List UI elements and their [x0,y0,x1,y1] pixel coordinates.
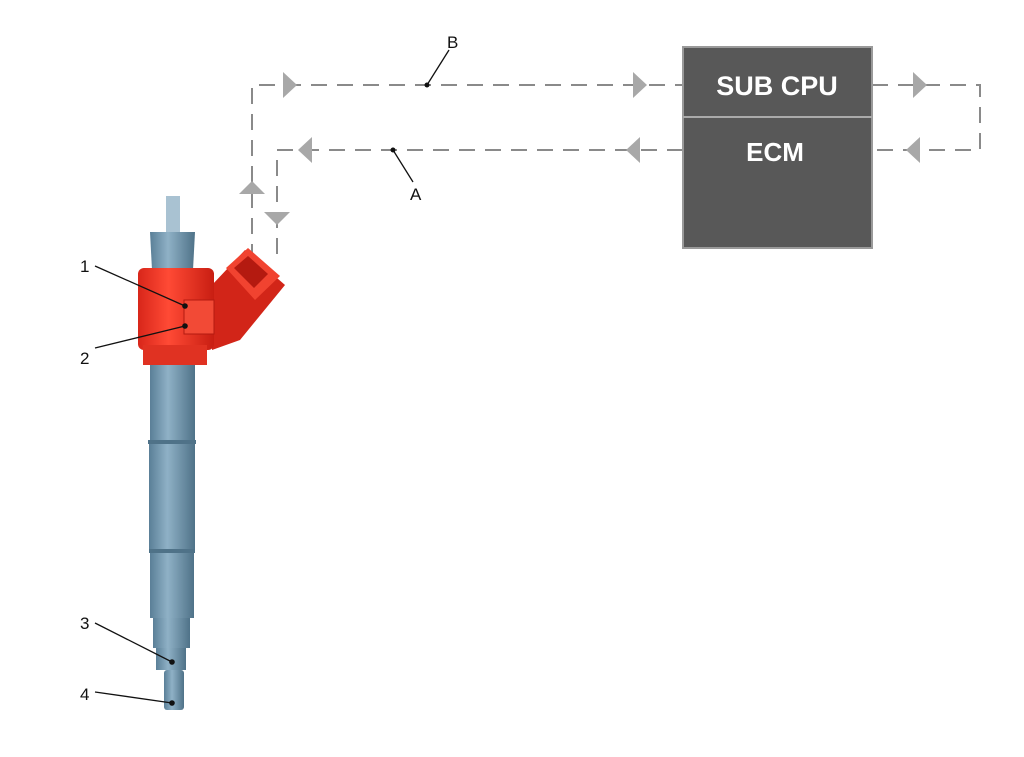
callout-2: 2 [80,323,188,368]
svg-text:4: 4 [80,685,89,704]
arrow-right-icon [633,72,647,98]
callout-4: 4 [80,685,175,706]
callout-3: 3 [80,614,175,665]
arrow-left-icon [906,137,920,163]
signal-line-b [239,72,981,260]
solenoid-valve [138,248,285,365]
arrow-left-icon [298,137,312,163]
arrow-up-icon [239,181,265,194]
ecm-label: ECM [746,137,804,167]
arrow-left-icon [626,137,640,163]
arrow-right-icon [913,72,927,98]
signal-label-b: B [447,33,458,52]
signal-line-a [264,137,920,255]
sub-cpu-label: SUB CPU [716,71,838,101]
signal-label-a: A [410,185,422,204]
ecm-box: SUB CPU ECM [682,46,873,249]
arrow-right-icon [283,72,297,98]
svg-text:1: 1 [80,257,89,276]
fuel-injector [138,196,285,710]
svg-text:3: 3 [80,614,89,633]
arrow-down-icon [264,212,290,225]
callout-1: 1 [80,257,188,309]
injector-nut [150,232,195,270]
svg-text:2: 2 [80,349,89,368]
